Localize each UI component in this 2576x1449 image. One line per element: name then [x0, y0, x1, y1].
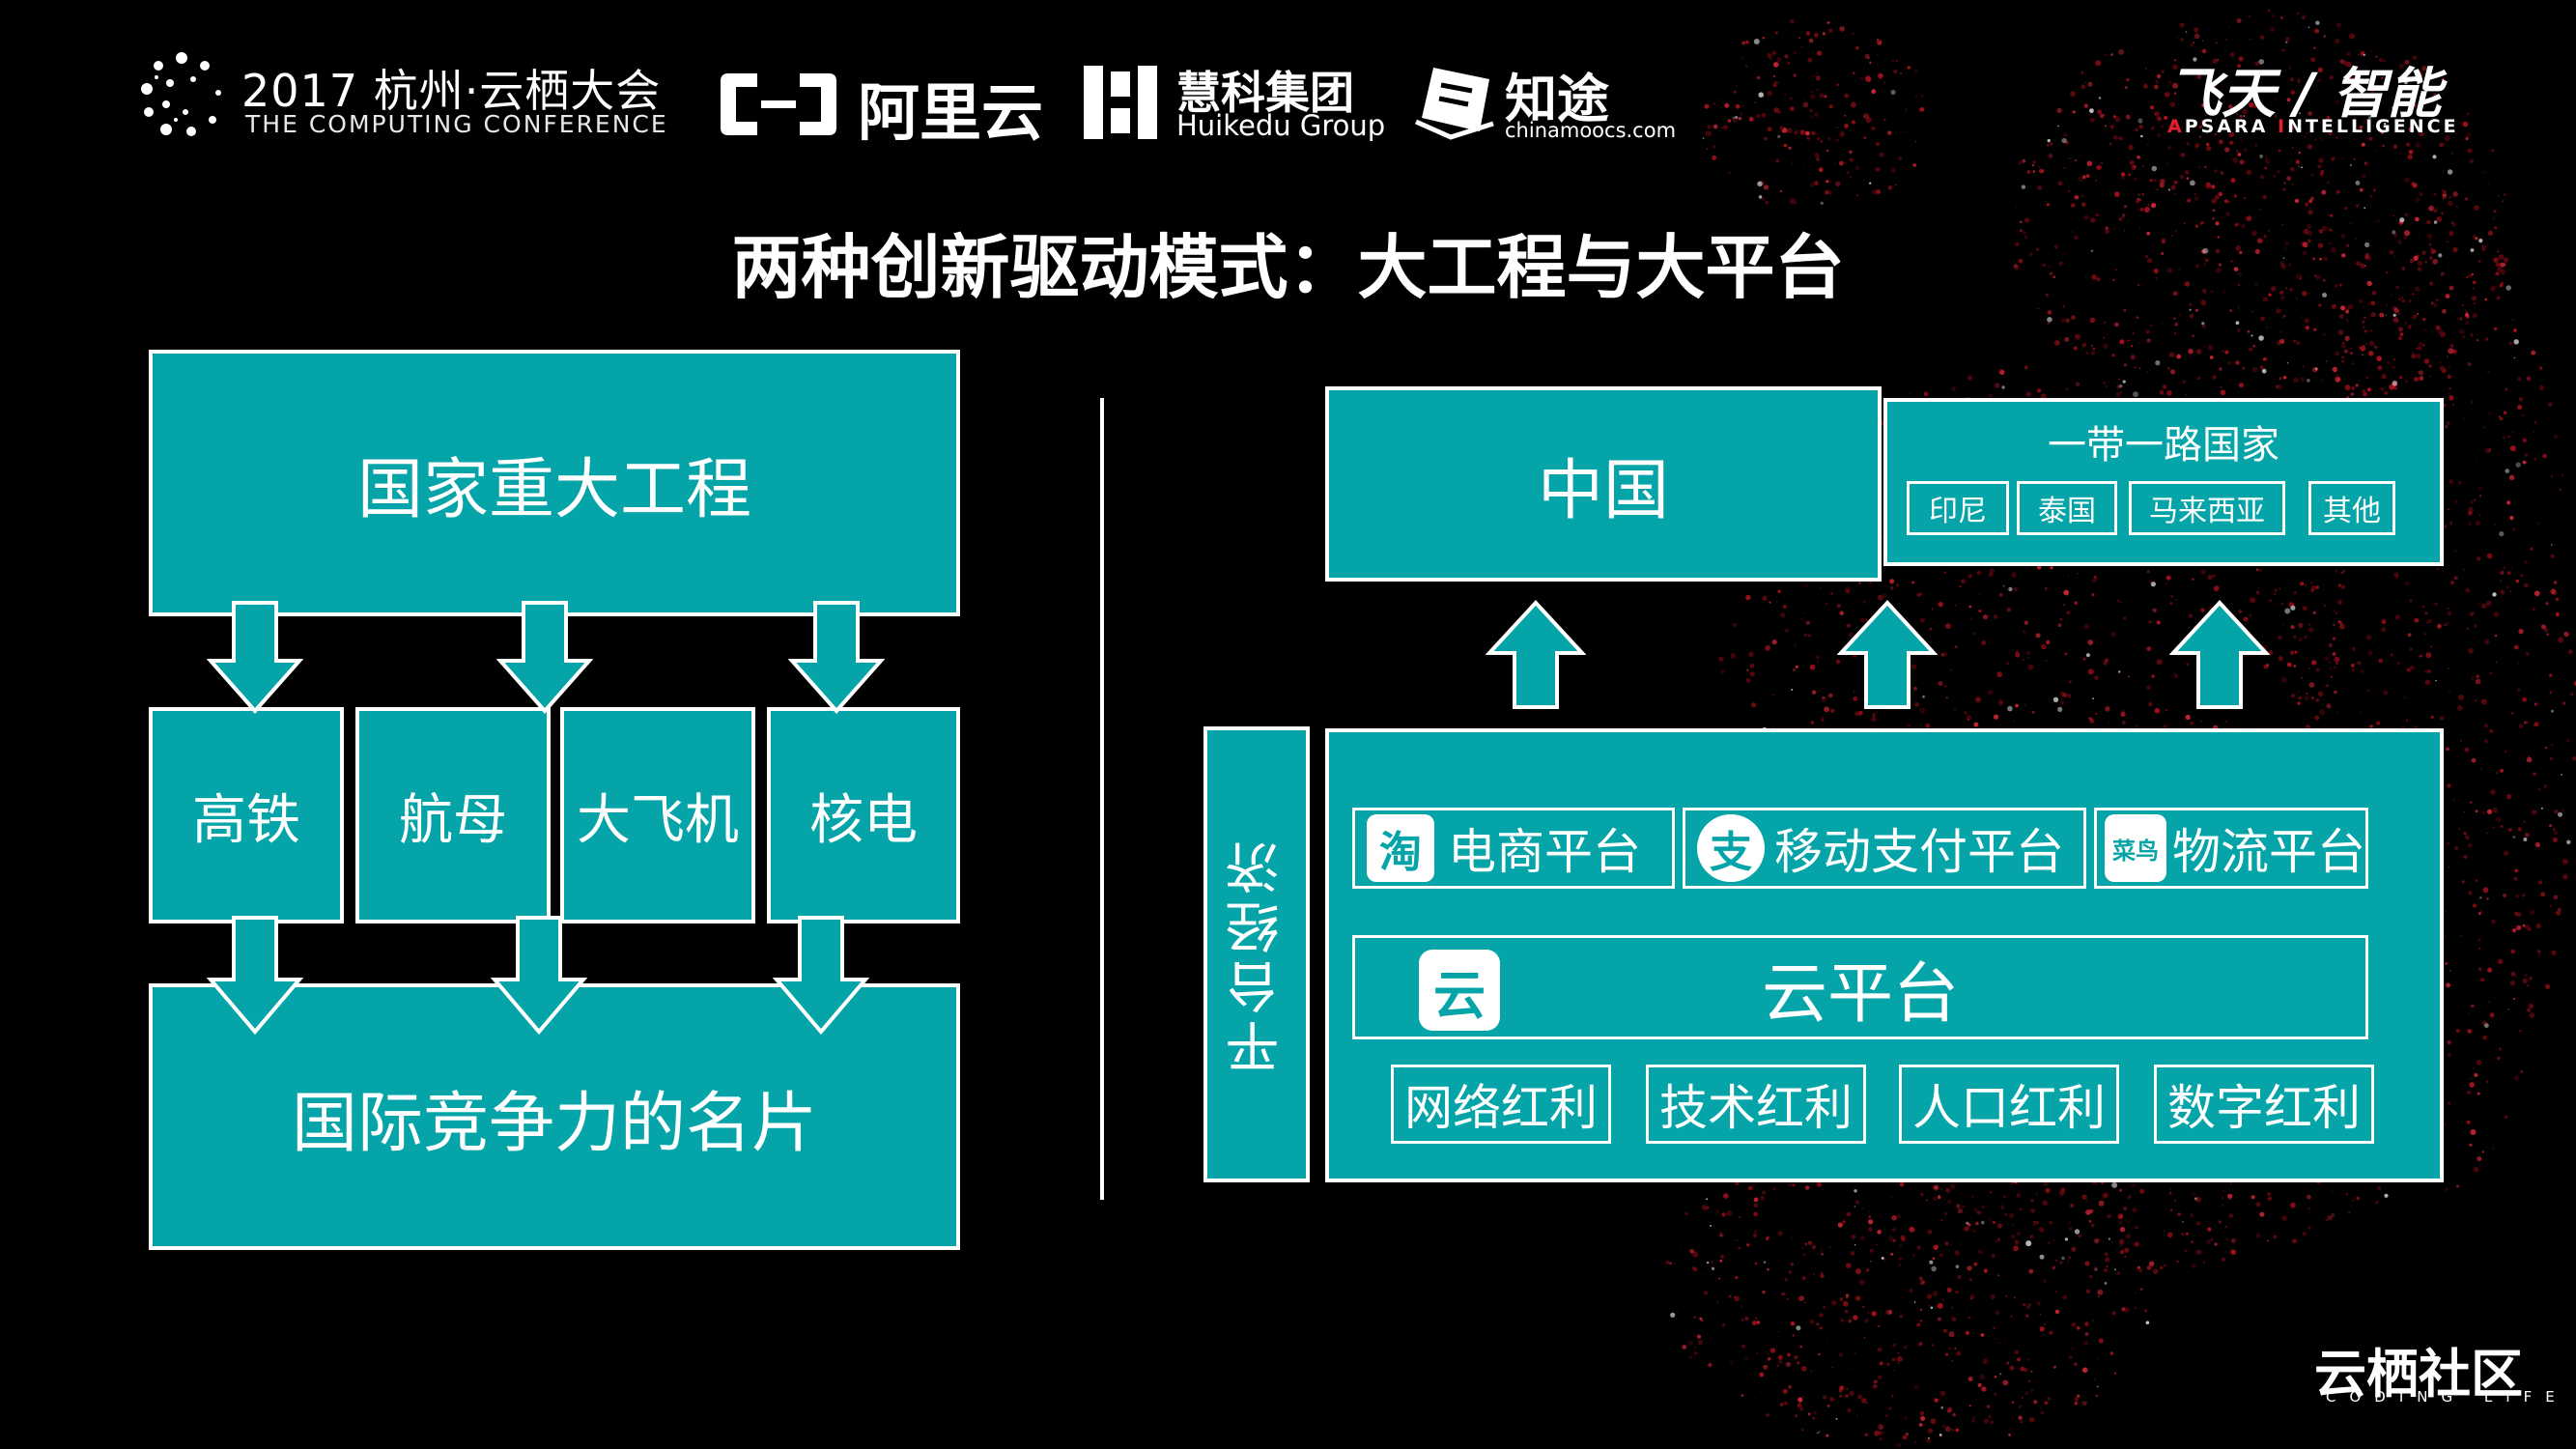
- national-major-projects-box: 国家重大工程: [149, 350, 960, 616]
- logistics-platform-tag: 菜鸟 物流平台: [2094, 808, 2368, 889]
- up-arrow-icon: [1486, 600, 1586, 709]
- huikedu-logo-en: Huikedu Group: [1176, 109, 1386, 142]
- country-tag: 其他: [2308, 481, 2395, 535]
- cloud-platform-bar: 云 云平台: [1352, 935, 2368, 1039]
- down-arrow-icon: [773, 916, 869, 1036]
- cloud-platform-label: 云平台: [1761, 955, 1959, 1033]
- down-arrow-icon: [496, 601, 593, 715]
- yunqi-community-logo: 云栖社区: [2314, 1344, 2523, 1405]
- up-arrow-icon: [1837, 600, 1938, 709]
- ecommerce-platform-label: 电商平台: [1448, 824, 1641, 880]
- platform-ecosystem-box: 淘 电商平台 支 移动支付平台 菜鸟 物流平台 云 云平台 网络红利 技术红利 …: [1325, 728, 2444, 1182]
- dividend-tag: 技术红利: [1646, 1065, 1866, 1144]
- huikedu-logo-cn: 慧科集团: [1176, 67, 1354, 119]
- huikedu-logo-icon: [1084, 66, 1157, 139]
- conference-subtitle: THE COMPUTING CONFERENCE: [245, 110, 668, 138]
- ecommerce-platform-tag: 淘 电商平台: [1352, 808, 1675, 889]
- zhitu-logo-icon: [1414, 68, 1494, 140]
- conference-title: 2017 杭州·云栖大会: [241, 65, 662, 117]
- zhitu-logo-cn: 知途: [1505, 69, 1609, 129]
- aliyun-logo-icon: [721, 73, 836, 135]
- down-arrow-icon: [788, 601, 885, 715]
- project-item-box: 高铁: [149, 707, 344, 923]
- country-tag: 印尼: [1907, 481, 2009, 535]
- dividend-tag: 人口红利: [1899, 1065, 2119, 1144]
- down-arrow-icon: [491, 916, 587, 1036]
- zhitu-logo-en: chinamoocs.com: [1505, 119, 1677, 142]
- mobile-payment-platform-label: 移动支付平台: [1774, 824, 2064, 880]
- mobile-payment-platform-tag: 支 移动支付平台: [1683, 808, 2086, 889]
- aliyun-logo-text: 阿里云: [858, 78, 1043, 150]
- apsara-intelligence-logo-cn: 飞天 / 智能: [2167, 63, 2442, 126]
- platform-economy-label-box: 平台经济: [1203, 726, 1310, 1182]
- belt-and-road-box: 一带一路国家 印尼 泰国 马来西亚 其他: [1883, 398, 2444, 566]
- project-item-box: 核电: [767, 707, 960, 923]
- country-tag: 马来西亚: [2129, 481, 2285, 535]
- apsara-intelligence-logo-en: APSARA INTELLIGENCE: [2167, 116, 2459, 137]
- belt-and-road-title: 一带一路国家: [2048, 423, 2279, 468]
- computing-conference-logo-icon: [141, 52, 221, 136]
- cainiao-icon: 菜鸟: [2105, 814, 2166, 882]
- country-tag: 泰国: [2017, 481, 2117, 535]
- dividend-tag: 数字红利: [2154, 1065, 2374, 1144]
- china-box: 中国: [1325, 386, 1882, 582]
- alipay-icon: 支: [1697, 814, 1765, 882]
- project-item-box: 航母: [355, 707, 551, 923]
- platform-economy-label: 平台经济: [1225, 835, 1288, 1074]
- down-arrow-icon: [207, 916, 303, 1036]
- logistics-platform-label: 物流平台: [2172, 824, 2365, 880]
- down-arrow-icon: [207, 601, 303, 715]
- project-item-box: 大飞机: [560, 707, 755, 923]
- aliyun-cloud-icon: 云: [1419, 950, 1500, 1031]
- slide-title: 两种创新驱动模式：大工程与大平台: [731, 227, 1845, 308]
- section-divider: [1100, 398, 1104, 1200]
- yunqi-community-sub: CODING LIFE: [2326, 1388, 2568, 1406]
- dividend-tag: 网络红利: [1391, 1065, 1611, 1144]
- up-arrow-icon: [2169, 600, 2270, 709]
- taobao-icon: 淘: [1367, 814, 1434, 882]
